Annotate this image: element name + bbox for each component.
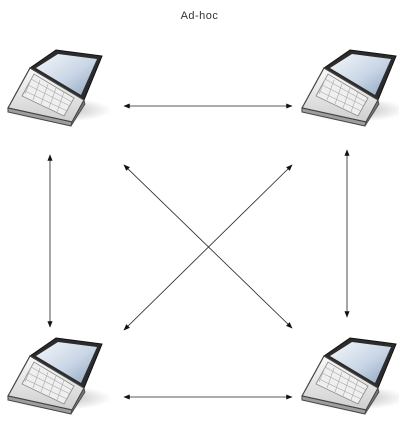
link-lines (47, 103, 350, 400)
link-diagonal-up (123, 164, 293, 331)
laptop-icon (301, 337, 399, 415)
laptop-icon (7, 337, 113, 415)
laptop-icon (301, 49, 399, 127)
laptop-icon (7, 49, 113, 127)
diagram-title: Ad-hoc (180, 10, 219, 22)
